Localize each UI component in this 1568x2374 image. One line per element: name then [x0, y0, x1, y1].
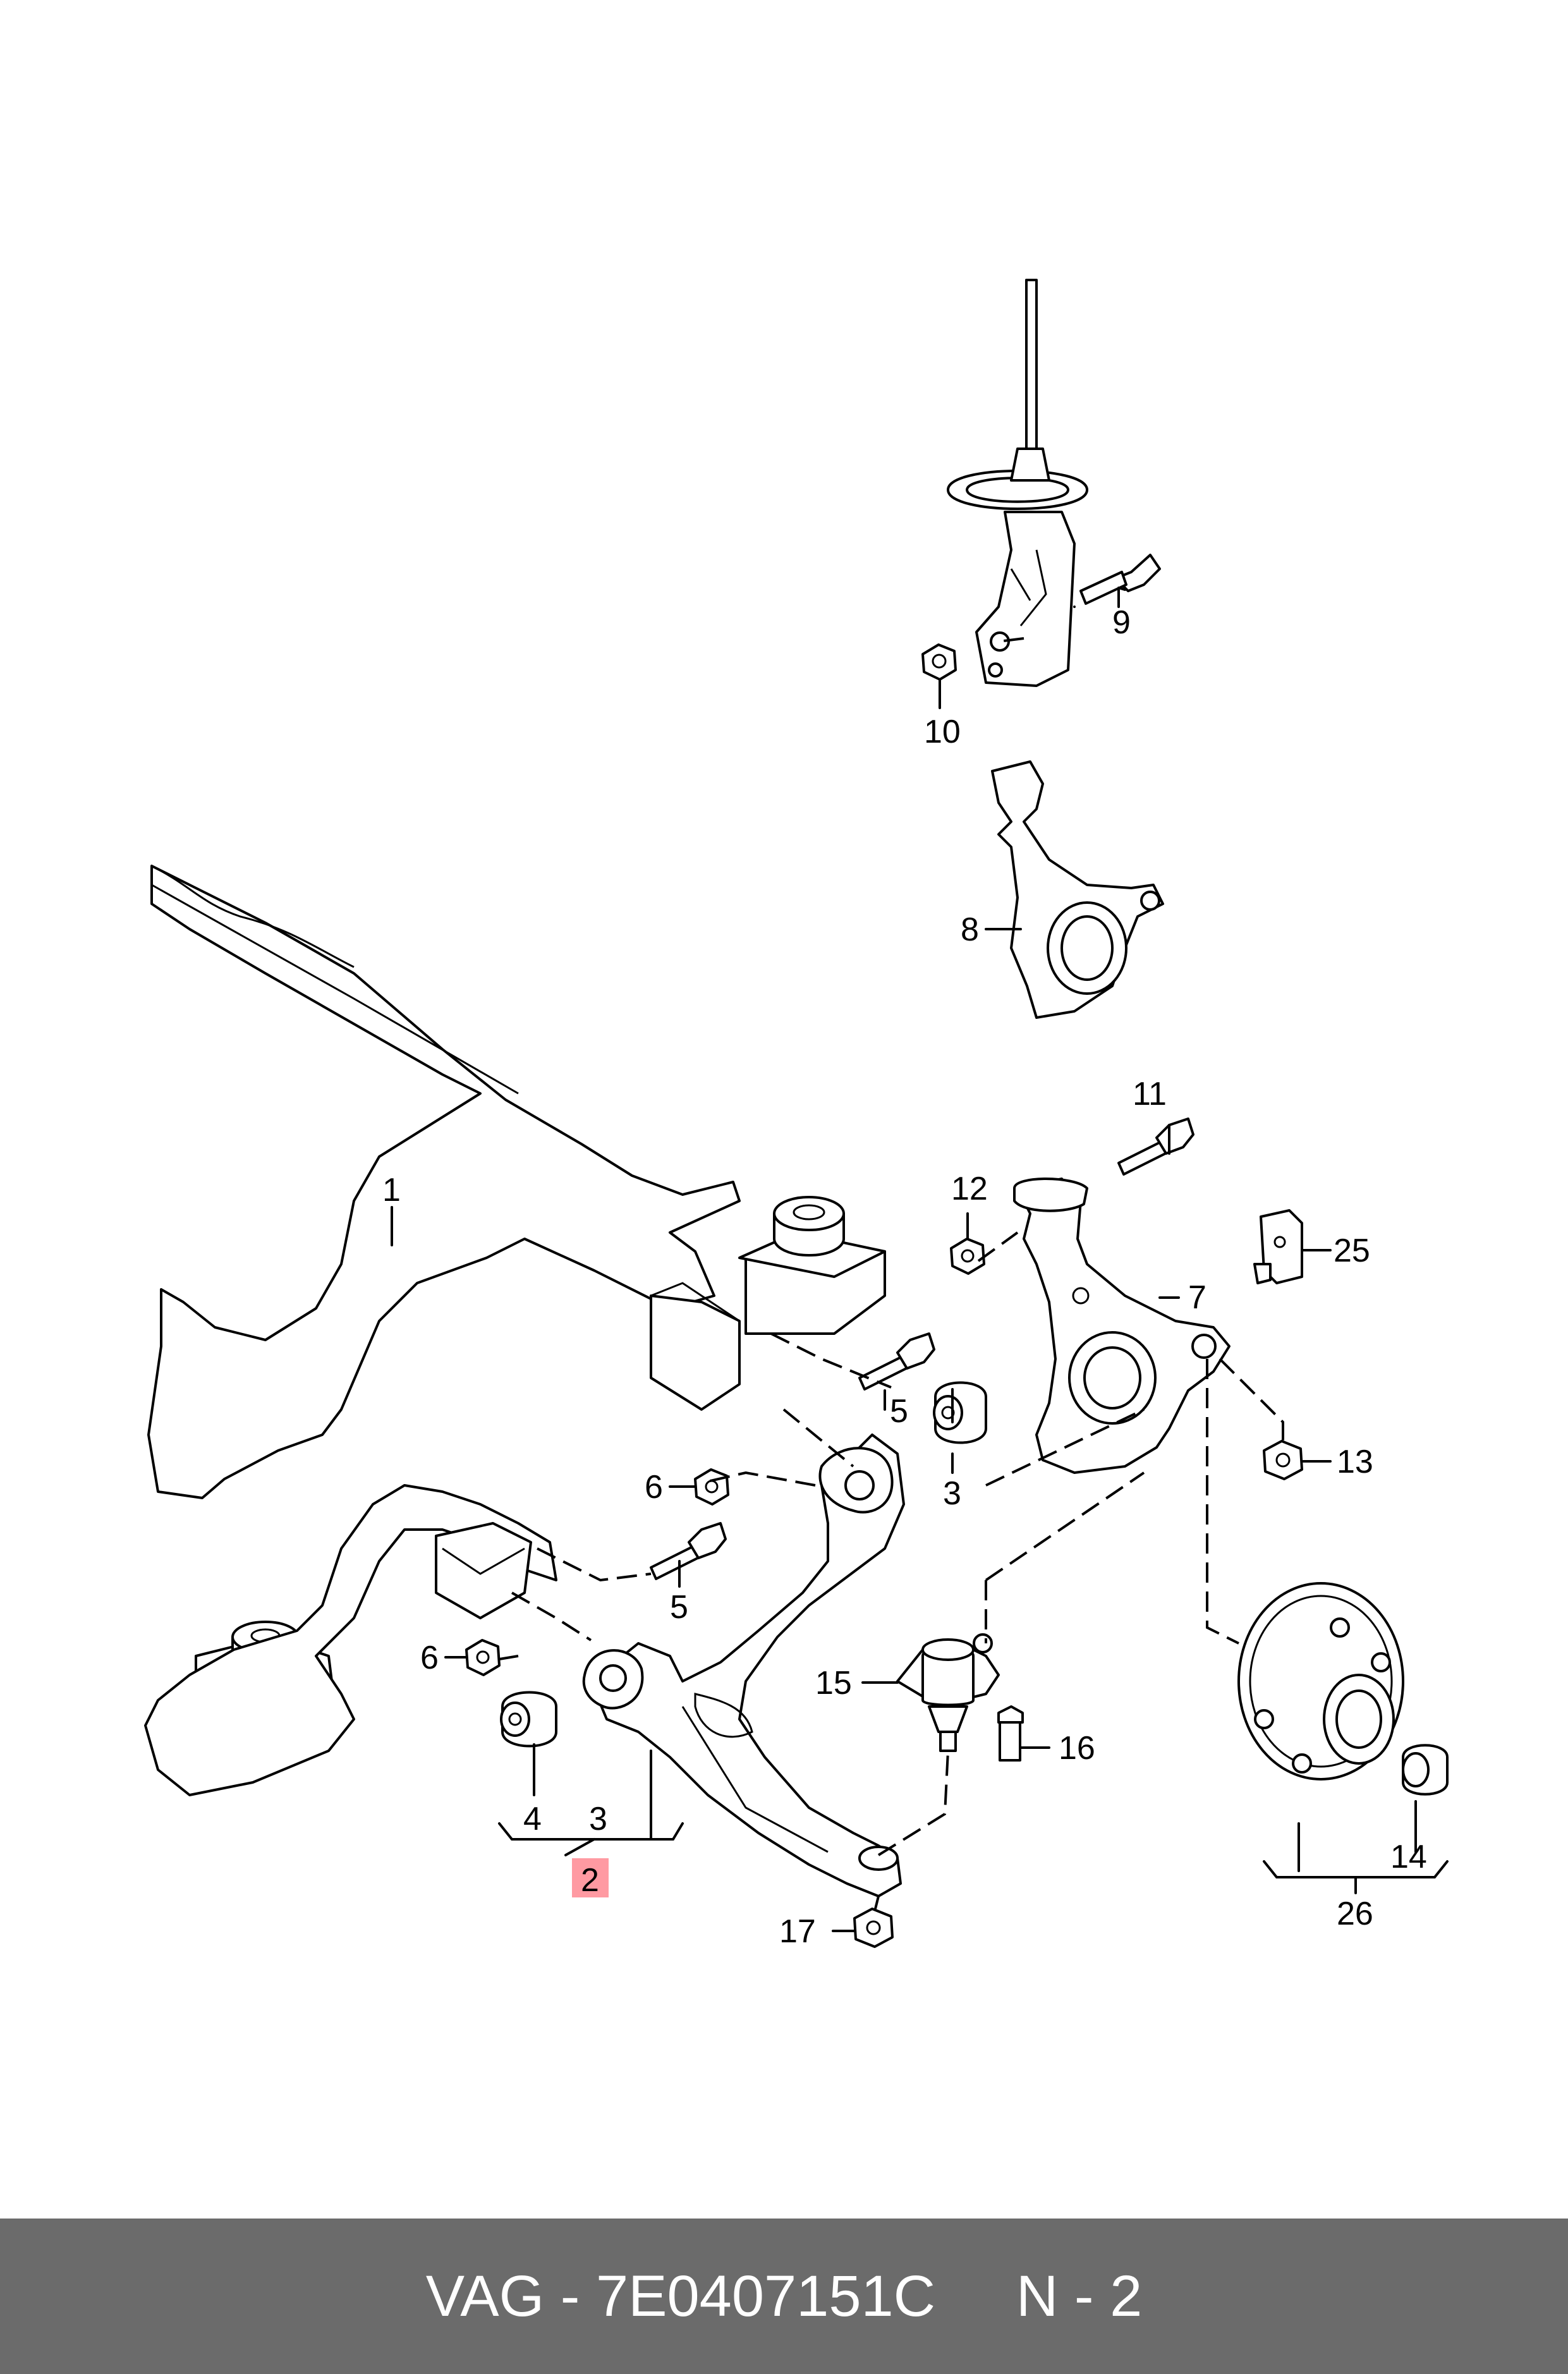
- callout-8: 8: [961, 911, 979, 948]
- exploded-parts-diagram: 1 2 3 3 4 5 5 6 6 7 8 9 10 11 12 13 14 1…: [144, 279, 1449, 1950]
- housing-nut: [950, 1238, 985, 1275]
- callout-12: 12: [951, 1171, 988, 1207]
- callout-3a: 3: [943, 1475, 961, 1512]
- callout-16: 16: [1059, 1730, 1095, 1767]
- housing-bolt: [1117, 1117, 1194, 1176]
- subframe-bolt-lower: [650, 1522, 727, 1580]
- callout-15: 15: [815, 1665, 852, 1701]
- callout-5b: 5: [670, 1589, 688, 1626]
- strut-nut: [921, 643, 957, 681]
- bushing-upper: [933, 1381, 987, 1444]
- hub-nut: [1402, 1744, 1449, 1796]
- separator: -: [560, 2263, 580, 2328]
- brand-label: VAG: [425, 2263, 545, 2328]
- callout-4: 4: [523, 1801, 542, 1837]
- callout-3b: 3: [589, 1801, 607, 1837]
- callout-9: 9: [1112, 604, 1131, 641]
- callout-10: 10: [924, 714, 961, 750]
- part-number: 7E0407151C: [595, 2263, 936, 2328]
- callout-6a: 6: [645, 1469, 663, 1506]
- subframe: [144, 865, 886, 1796]
- assembly-lines: [499, 637, 1284, 1909]
- subframe-bolt-upper: [858, 1332, 935, 1391]
- bushing-rear: [500, 1691, 557, 1748]
- callout-labels: 1 2 3 3 4 5 5 6 6 7 8 9 10 11 12 13 14 1…: [382, 604, 1427, 1950]
- callout-5a: 5: [890, 1393, 908, 1430]
- callout-13: 13: [1337, 1444, 1373, 1480]
- ball-joint-nut: [1263, 1440, 1303, 1480]
- subframe-nut-upper: [694, 1468, 729, 1506]
- ball-joint: [896, 1633, 1000, 1752]
- leader-lines: [391, 587, 1449, 1932]
- callout-14: 14: [1390, 1839, 1427, 1875]
- part-number-footer: VAG - 7E0407151C N - 2: [0, 2219, 1568, 2374]
- callout-2: 2: [581, 1862, 599, 1899]
- wheel-hub: [1237, 1582, 1404, 1780]
- callout-7: 7: [1188, 1279, 1206, 1316]
- speed-sensor: [1253, 1209, 1303, 1284]
- lower-control-arm: [582, 1434, 905, 1897]
- shock-absorber-strut: [947, 279, 1088, 687]
- ball-joint-bolt: [997, 1705, 1024, 1762]
- callout-17: 17: [779, 1913, 816, 1950]
- wheel-bearing-housing-lower: [1013, 1178, 1231, 1474]
- callout-26: 26: [1337, 1896, 1373, 1932]
- callout-25: 25: [1334, 1233, 1370, 1269]
- highlight-marker: [572, 1858, 609, 1897]
- strut-bolt: [1073, 554, 1161, 608]
- subframe-nut-lower: [465, 1639, 501, 1676]
- wheel-bearing-housing-upper: [991, 760, 1164, 1019]
- position-label: N - 2: [1016, 2263, 1143, 2328]
- callout-6b: 6: [420, 1640, 439, 1676]
- callout-11: 11: [1133, 1076, 1167, 1112]
- callout-1: 1: [382, 1172, 401, 1208]
- control-arm-nut: [853, 1908, 894, 1948]
